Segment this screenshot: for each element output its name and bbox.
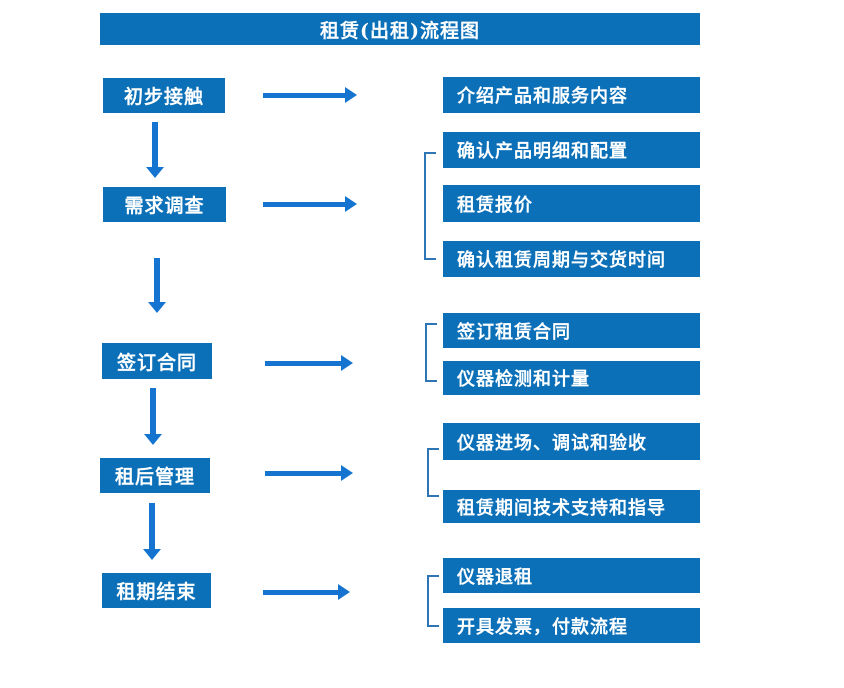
detail-box-sign-lease: 签订租赁合同 bbox=[443, 313, 700, 348]
detail-box-intro-products: 介绍产品和服务内容 bbox=[443, 77, 700, 113]
detail-box-confirm-config: 确认产品明细和配置 bbox=[443, 132, 700, 168]
detail-box-instrument-testing: 仪器检测和计量 bbox=[443, 361, 700, 395]
step-box-initial-contact: 初步接触 bbox=[103, 78, 225, 113]
arrow-right-icon bbox=[263, 584, 350, 600]
group-bracket bbox=[427, 575, 439, 627]
step-box-sign-contract: 签订合同 bbox=[102, 343, 212, 379]
step-box-rental-end: 租期结束 bbox=[102, 573, 211, 608]
step-box-demand-survey: 需求调查 bbox=[103, 187, 226, 222]
arrow-down-icon bbox=[146, 122, 164, 178]
arrow-down-icon bbox=[144, 388, 162, 445]
detail-box-invoice-payment: 开具发票，付款流程 bbox=[443, 608, 700, 643]
arrow-down-icon bbox=[143, 503, 161, 560]
arrow-right-icon bbox=[263, 196, 357, 212]
detail-box-instrument-setup: 仪器进场、调试和验收 bbox=[443, 423, 700, 460]
group-bracket bbox=[424, 152, 436, 260]
arrow-right-icon bbox=[263, 87, 357, 103]
detail-box-tech-support: 租赁期间技术支持和指导 bbox=[443, 490, 700, 523]
detail-box-rental-quote: 租赁报价 bbox=[443, 185, 700, 222]
arrow-right-icon bbox=[265, 355, 353, 371]
detail-box-instrument-return: 仪器退租 bbox=[443, 558, 700, 593]
group-bracket bbox=[427, 448, 439, 497]
detail-box-confirm-period: 确认租赁周期与交货时间 bbox=[443, 241, 700, 277]
step-box-post-rental-mgmt: 租后管理 bbox=[100, 458, 210, 493]
arrow-right-icon bbox=[265, 465, 353, 481]
arrow-down-icon bbox=[148, 258, 166, 313]
flowchart-title: 租赁(出租)流程图 bbox=[100, 13, 700, 45]
group-bracket bbox=[425, 323, 437, 382]
